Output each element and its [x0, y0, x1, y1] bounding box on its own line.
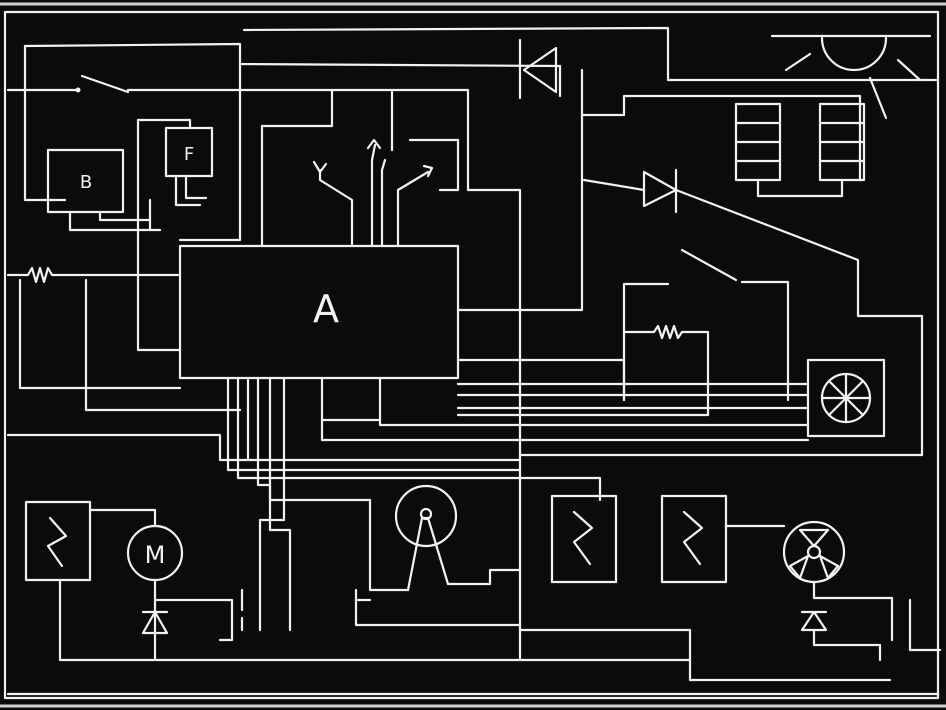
- top-switch: [75, 74, 130, 94]
- solar-cell-right: [818, 102, 866, 182]
- bottom-fan-icon: [724, 520, 942, 662]
- top-diode: [518, 38, 558, 100]
- controller-label: A: [313, 287, 339, 331]
- controller-block: A: [178, 244, 460, 380]
- motor-icon: M: [88, 508, 244, 662]
- relay-center: [550, 494, 618, 584]
- relay-left: [24, 500, 692, 662]
- middle-diode: [582, 168, 924, 457]
- controller-bottom-wires: [226, 358, 924, 632]
- solar-cell-left: [734, 102, 782, 182]
- battery-block: B: [46, 148, 162, 232]
- gauge-icon: [354, 484, 522, 627]
- fuse-block: F: [136, 118, 214, 352]
- right-top-wires: [456, 68, 862, 312]
- solar-cell-wires: [756, 178, 844, 198]
- motor-label: M: [145, 541, 166, 569]
- top-bus-wires: [6, 26, 940, 662]
- left-resistor: [6, 266, 522, 462]
- right-switch: [622, 248, 790, 402]
- relay-right: [518, 494, 892, 682]
- right-resistor: [622, 324, 710, 417]
- fuse-label: F: [184, 144, 194, 165]
- controller-top-wires: [260, 88, 460, 248]
- outer-frame: [3, 10, 940, 700]
- sun-icon: [770, 34, 932, 120]
- battery-label: B: [80, 172, 92, 193]
- right-fan-icon: [806, 358, 886, 438]
